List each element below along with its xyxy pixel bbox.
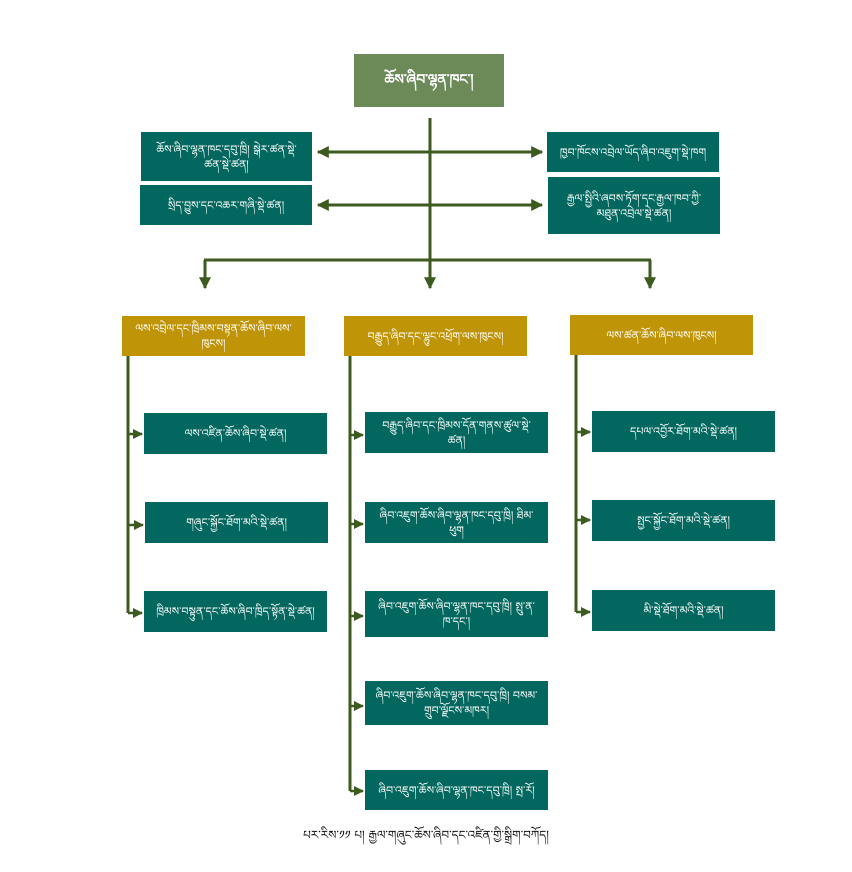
column-2-item: ཞིབ་འཇུག་ཆོས་ཞིབ་ལྷན་ཁང་དབུ་ཁྲི། སྤ་རོ།	[365, 770, 548, 810]
side-left-node-1: ཆོས་ཞིབ་ལྷན་ཁང་དབུ་ཁྲི། སྒེར་ཚན་སྡེ་ཚན་ས…	[141, 132, 312, 181]
column-3-item: དཔལ་འབྱོར་ཐོག་མའི་སྡེ་ཚན།	[592, 411, 775, 452]
column-1-header: ལས་འབྲེལ་དང་ཁྲིམས་བསྟན་ཆོས་ཞིབ་ལས་ཁུངས།	[122, 316, 305, 356]
column-1-item: ལས་འཛིན་ཆོས་ཞིབ་སྡེ་ཚན།	[144, 413, 327, 454]
side-right-node-1: ཁྱབ་ཁོངས་འབྲེལ་ཡོད་ཞིབ་འཇུག་སྡེ་ཁག	[547, 132, 719, 172]
column-3-header: ལས་ཚན་ཆོས་ཞིབ་ལས་ཁུངས།	[570, 315, 753, 355]
column-2-item: བརྒྱུད་ཞིབ་དང་ཁྲིམས་དོན་གནས་ཚུལ་སྡེ་ཚན།	[365, 412, 548, 453]
column-3-item: མི་སྡེ་ཐོག་མའི་སྡེ་ཚན།	[592, 590, 775, 631]
column-2-item: ཞིབ་འཇུག་ཆོས་ཞིབ་ལྷན་ཁང་དབུ་ཁྲི། སྤུ་ན་ཁ…	[365, 591, 548, 637]
side-left-node-2: སྲིད་བྱུས་དང་འཆར་གཞི་སྡེ་ཚན།	[140, 185, 312, 225]
column-1-item: ཁྲིམས་བསྟུན་དང་ཆོས་ཞིབ་ཁྲིད་སྟོན་སྡེ་ཚན།	[144, 591, 327, 632]
column-2-item: ཞིབ་འཇུག་ཆོས་ཞིབ་ལྷན་ཁང་དབུ་ཁྲི། བསམ་གྲུ…	[365, 681, 548, 725]
figure-caption: པར་རིས་༡༡ པ། རྒྱལ་གཞུང་ཆོས་ཞིབ་དང་འཛིན་ག…	[303, 828, 549, 842]
column-2-header: བརྒྱུད་ཞིབ་དང་ལྷུང་འཕྲོག་ལས་ཁུངས།	[344, 316, 527, 356]
top-node: ཆོས་ཞིབ་ལྷན་ཁང་།	[354, 54, 504, 107]
side-right-node-2: རྒྱལ་སྤྱིའི་ཞབས་ཏོག་དང་རྒྱལ་ཁབ་ཀྱི་མཐུན་…	[548, 177, 720, 234]
column-1-item: གཞུང་སྐྱོང་ཐོག་མའི་སྡེ་ཚན།	[145, 502, 328, 543]
column-3-item: སྤྱང་སྐྱོང་ཐོག་མའི་སྡེ་ཚན།	[592, 500, 775, 541]
column-2-item: ཞིབ་འཇུག་ཆོས་ཞིབ་ལྷན་ཁང་དབུ་ཁྲི། ཐིམ་ཕུག	[365, 502, 548, 543]
